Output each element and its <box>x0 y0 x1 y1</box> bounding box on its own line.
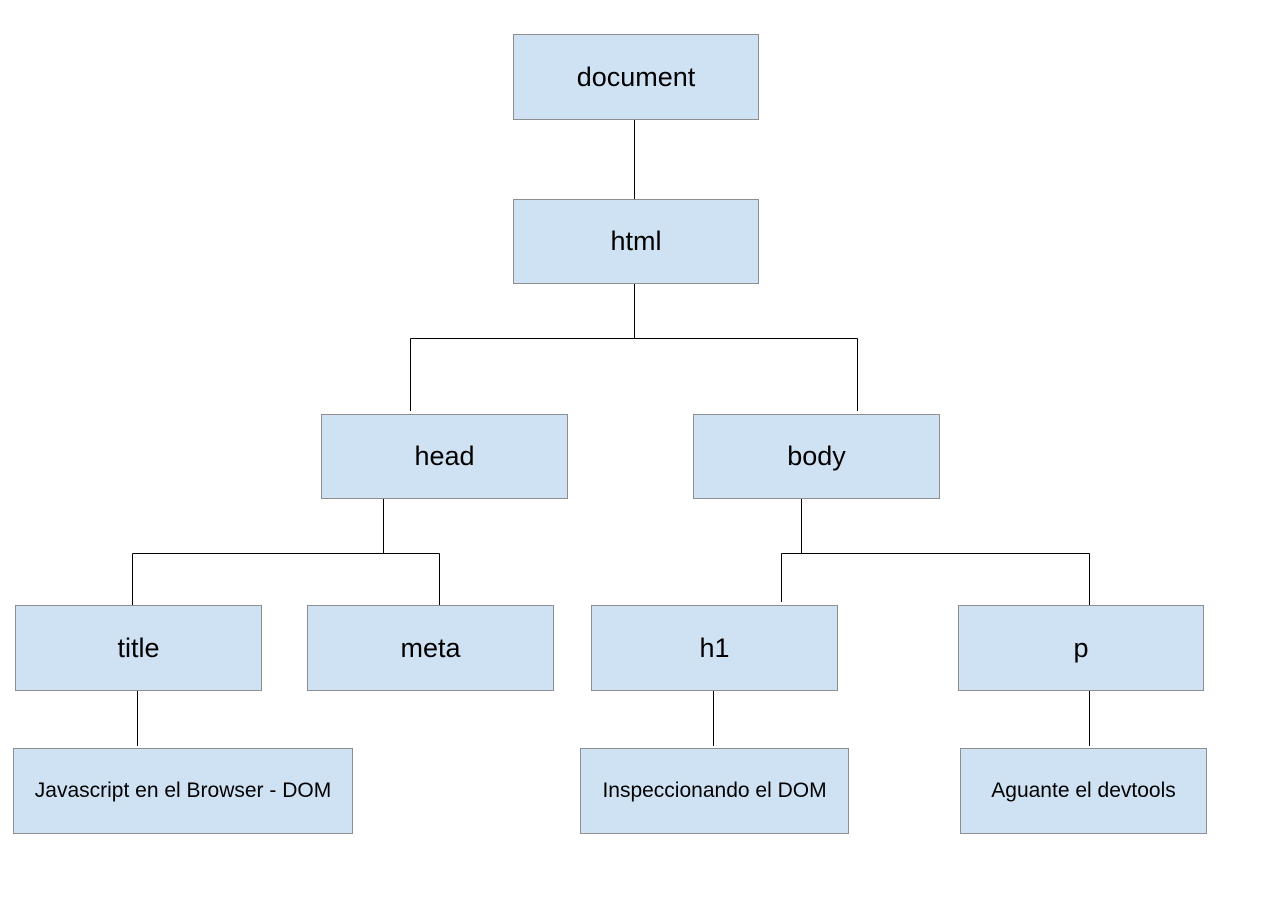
node-p-text: Aguante el devtools <box>960 748 1207 834</box>
node-head: head <box>321 414 568 499</box>
node-label: Javascript en el Browser - DOM <box>34 779 332 802</box>
node-label: html <box>610 226 662 256</box>
node-meta: meta <box>307 605 554 691</box>
node-h1-text: Inspeccionando el DOM <box>580 748 849 834</box>
node-title: title <box>15 605 262 691</box>
node-label: document <box>576 61 696 92</box>
node-h1: h1 <box>591 605 838 691</box>
node-p: p <box>958 605 1204 691</box>
node-label: h1 <box>699 632 730 663</box>
node-html: html <box>513 199 759 284</box>
node-label: meta <box>400 632 461 663</box>
node-label: Inspeccionando el DOM <box>602 779 827 802</box>
node-label: title <box>117 632 160 663</box>
node-body: body <box>693 414 940 499</box>
node-label: head <box>414 441 475 471</box>
node-label: Aguante el devtools <box>991 779 1176 802</box>
node-document: document <box>513 34 759 120</box>
node-label: p <box>1073 632 1089 663</box>
node-title-text: Javascript en el Browser - DOM <box>13 748 353 834</box>
node-label: body <box>787 441 846 471</box>
